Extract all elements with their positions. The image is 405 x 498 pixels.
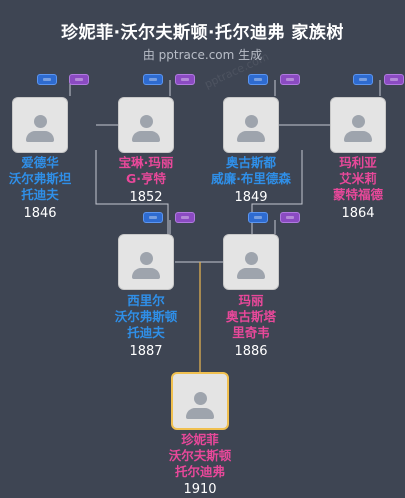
person-name[interactable]: 玛利亚 艾米莉 蒙特福德 — [332, 155, 383, 202]
person-name[interactable]: 宝琳·玛丽 G·亨特 — [118, 155, 174, 186]
page-title: 珍妮菲·沃尔夫斯顿·托尔迪弗 家族树 — [61, 23, 344, 43]
descent-line-cyril — [95, 150, 169, 234]
avatar[interactable] — [118, 97, 174, 153]
person-name[interactable]: 爱德华 沃尔弗斯坦 托迪夫 — [8, 155, 72, 202]
birth-year: 1887 — [129, 344, 163, 359]
avatar[interactable] — [330, 97, 386, 153]
person-name[interactable]: 奥古斯都 威廉·布里德森 — [211, 155, 291, 186]
father-tag[interactable] — [143, 74, 163, 85]
mother-tag[interactable] — [280, 74, 300, 85]
person-silhouette-icon — [193, 392, 207, 405]
father-tag[interactable] — [248, 212, 268, 223]
avatar[interactable] — [171, 372, 229, 430]
mother-tag[interactable] — [384, 74, 404, 85]
mother-tag[interactable] — [175, 212, 195, 223]
birth-year: 1852 — [129, 190, 163, 205]
birth-year: 1886 — [234, 344, 268, 359]
father-tag[interactable] — [143, 212, 163, 223]
father-tag[interactable] — [248, 74, 268, 85]
person-silhouette-icon — [351, 115, 365, 128]
avatar[interactable] — [12, 97, 68, 153]
person-silhouette-icon — [33, 115, 47, 128]
mother-tag[interactable] — [69, 74, 89, 85]
person-silhouette-icon — [139, 252, 153, 265]
father-tag[interactable] — [353, 74, 373, 85]
person-name[interactable]: 西里尔 沃尔弗斯顿 托迪夫 — [114, 293, 178, 340]
page-subtitle: 由 pptrace.com 生成 — [142, 48, 263, 62]
person-silhouette-icon — [244, 115, 258, 128]
birth-year: 1849 — [234, 190, 268, 205]
avatar[interactable] — [223, 234, 279, 290]
avatar[interactable] — [118, 234, 174, 290]
mother-tag[interactable] — [175, 74, 195, 85]
person-silhouette-icon — [139, 115, 153, 128]
birth-year: 1864 — [341, 206, 375, 221]
mother-tag[interactable] — [280, 212, 300, 223]
person-name[interactable]: 玛丽 奥古斯塔 里奇韦 — [225, 293, 276, 340]
birth-year: 1910 — [183, 482, 217, 497]
person-silhouette-icon — [244, 252, 258, 265]
person-name[interactable]: 珍妮菲 沃尔夫斯顿 托尔迪弗 — [168, 432, 232, 479]
birth-year: 1846 — [23, 206, 57, 221]
avatar[interactable] — [223, 97, 279, 153]
father-tag[interactable] — [37, 74, 57, 85]
